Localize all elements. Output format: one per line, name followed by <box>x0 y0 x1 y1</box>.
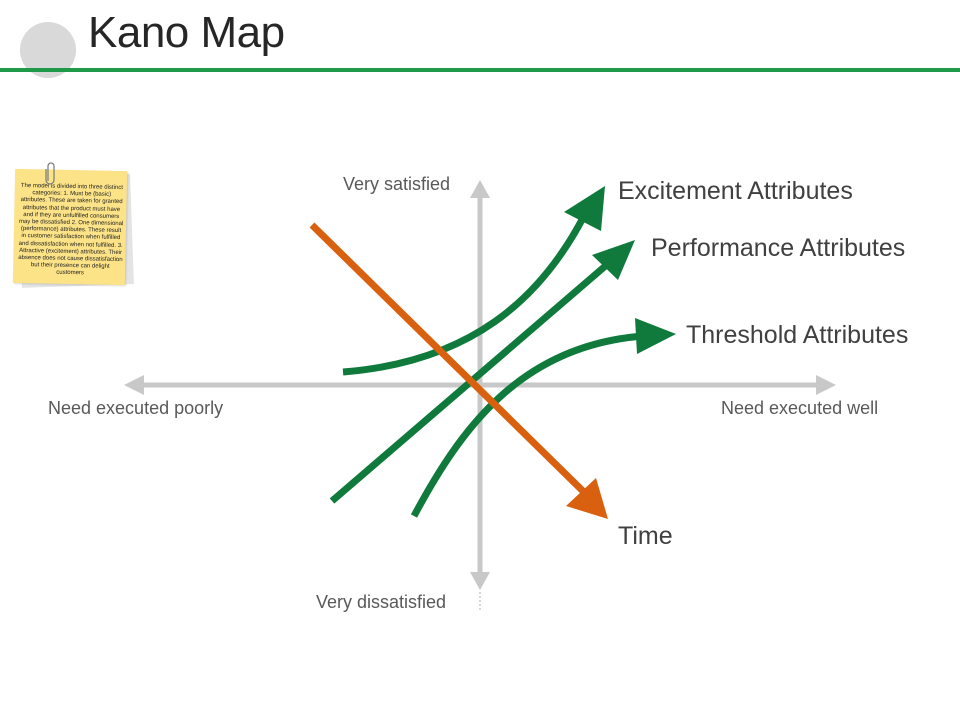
sticky-note: The model is divided into three distinct… <box>12 162 134 288</box>
label-time: Time <box>618 522 673 550</box>
label-excitement: Excitement Attributes <box>618 177 853 205</box>
axis-label-top: Very satisfied <box>343 174 451 194</box>
excitement-curve <box>342 214 588 376</box>
time-arrowhead-icon <box>566 478 608 519</box>
axis-label-left: Need executed poorly <box>48 398 224 418</box>
threshold-arrowhead-icon <box>635 318 676 354</box>
title-divider <box>0 68 960 72</box>
axis-arrow-right-icon <box>816 375 836 395</box>
page-title: Kano Map <box>88 8 285 57</box>
axis-arrow-up-icon <box>470 180 490 198</box>
axis-arrow-down-icon <box>470 572 490 590</box>
label-threshold: Threshold Attributes <box>686 321 909 349</box>
label-performance: Performance Attributes <box>651 234 906 262</box>
axis-label-right: Need executed well <box>721 398 879 418</box>
performance-arrowhead-icon <box>592 240 635 280</box>
excitement-arrowhead-icon <box>564 186 605 231</box>
axis-label-bottom: Very dissatisfied <box>316 592 447 612</box>
threshold-curve <box>410 332 645 518</box>
time-line <box>309 222 593 501</box>
axis-arrow-left-icon <box>124 375 144 395</box>
paperclip-icon <box>45 162 55 185</box>
